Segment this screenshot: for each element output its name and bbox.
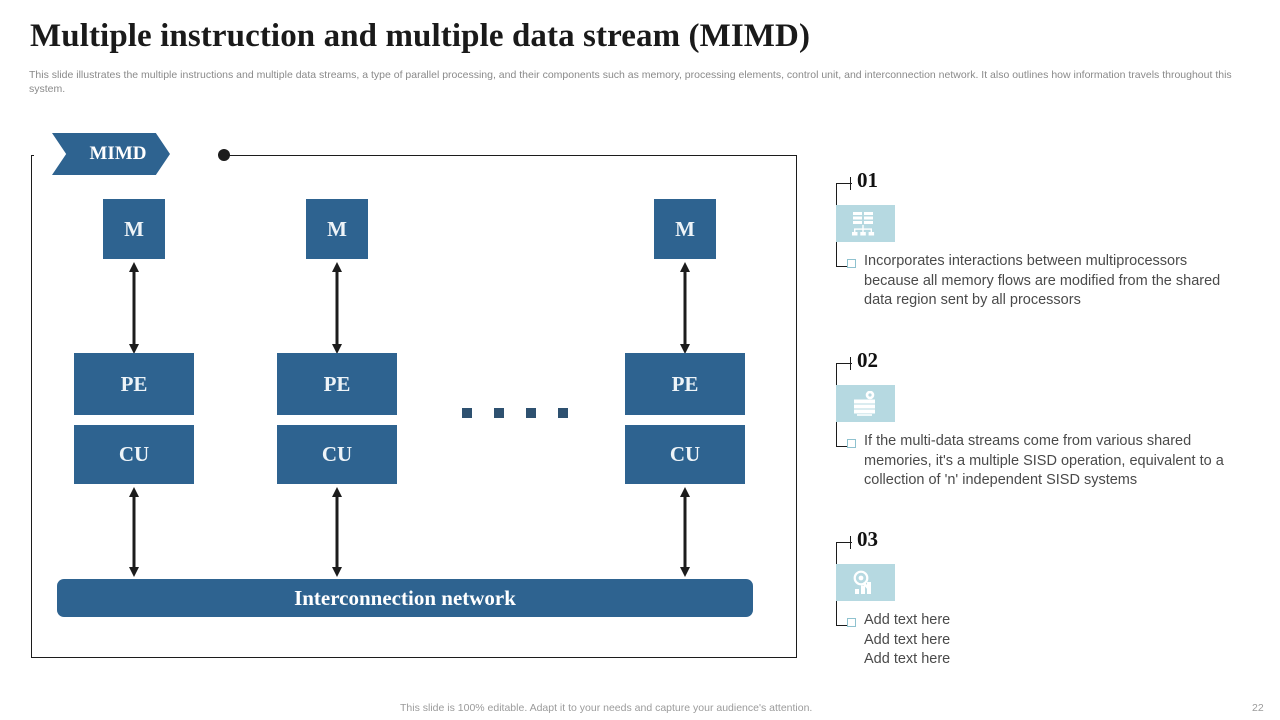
item-number: 02: [857, 348, 878, 372]
interconnection-network-bar: Interconnection network: [57, 579, 753, 617]
page-title: Multiple instruction and multiple data s…: [30, 18, 811, 54]
item-text: Add text here Add text here Add text her…: [864, 612, 951, 667]
memory-box-1: M: [103, 199, 165, 259]
pe-box-3: PE: [625, 353, 745, 415]
magnifier-bar-chart-icon: [836, 564, 895, 601]
item-number: 03: [857, 527, 878, 551]
mimd-banner: MIMD: [52, 133, 170, 175]
arrow-m-pe-3: [678, 262, 692, 354]
frame-start-dot-icon: [218, 149, 230, 161]
arrow-cu-net-3: [678, 487, 692, 577]
item-tick: [850, 357, 852, 370]
pe-box-2: PE: [277, 353, 397, 415]
ellipsis-dots: [462, 408, 568, 418]
ellipsis-dot: [494, 408, 504, 418]
pe-box-1: PE: [74, 353, 194, 415]
server-network-icon: [836, 205, 895, 242]
cu-box-2: CU: [277, 425, 397, 484]
server-rack-gear-icon: [836, 385, 895, 422]
item-bullet: [847, 618, 856, 627]
arrow-m-pe-1: [127, 262, 141, 354]
item-tick: [850, 536, 852, 549]
ellipsis-dot: [558, 408, 568, 418]
item-text: If the multi-data streams come from vari…: [864, 433, 1224, 488]
arrow-cu-net-2: [330, 487, 344, 577]
arrow-cu-net-1: [127, 487, 141, 577]
item-bullet: [847, 259, 856, 268]
footer-note: This slide is 100% editable. Adapt it to…: [400, 702, 813, 714]
item-text: Incorporates interactions between multip…: [864, 253, 1221, 308]
memory-box-3: M: [654, 199, 716, 259]
item-number: 01: [857, 168, 878, 192]
item-tick: [850, 177, 852, 190]
ellipsis-dot: [526, 408, 536, 418]
diagram-frame: [31, 155, 797, 658]
page-subtitle: This slide illustrates the multiple inst…: [29, 69, 1232, 95]
ellipsis-dot: [462, 408, 472, 418]
page-number: 22: [1252, 702, 1264, 714]
cu-box-1: CU: [74, 425, 194, 484]
item-bullet: [847, 439, 856, 448]
cu-box-3: CU: [625, 425, 745, 484]
arrow-m-pe-2: [330, 262, 344, 354]
memory-box-2: M: [306, 199, 368, 259]
